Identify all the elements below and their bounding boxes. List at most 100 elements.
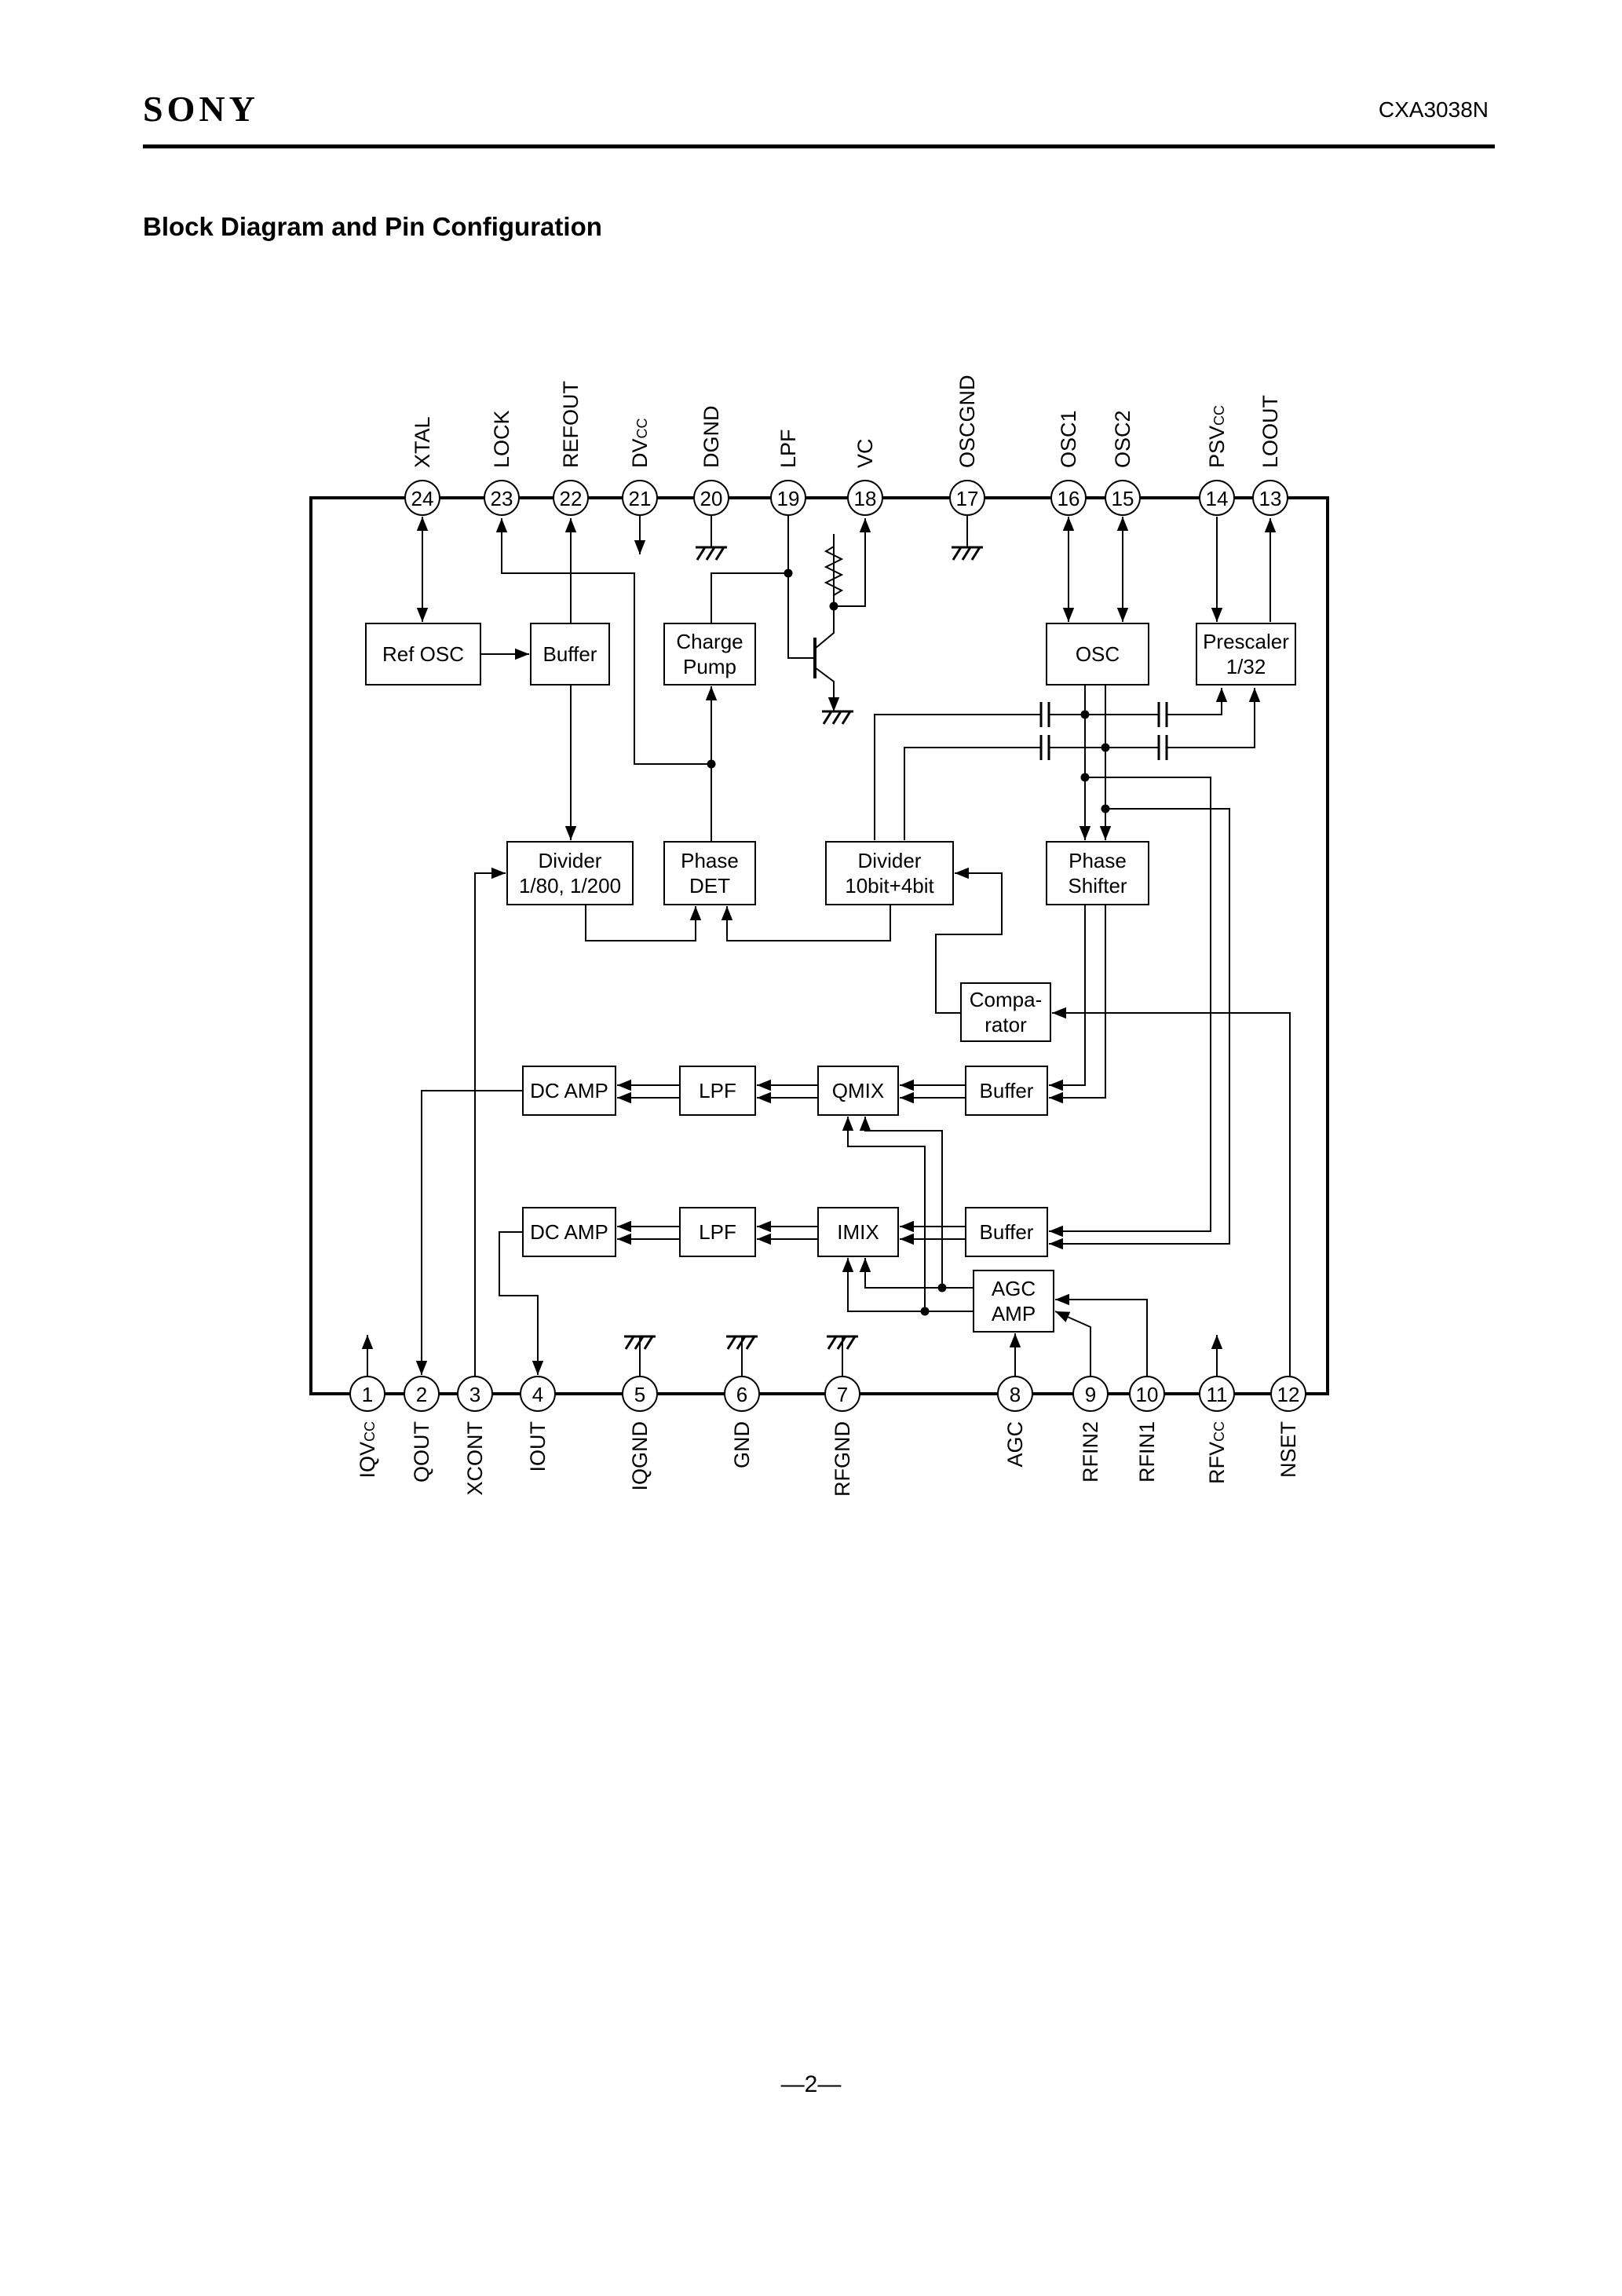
pin-circle xyxy=(949,480,985,516)
pin-label-19: LPF xyxy=(776,429,800,468)
pin-number: 22 xyxy=(560,487,583,510)
pin-circle xyxy=(1129,1376,1165,1412)
wire xyxy=(1167,688,1228,715)
block-buffer-top: Buffer xyxy=(530,623,610,686)
pin-name: IQGND xyxy=(628,1421,652,1491)
pin-name: GND xyxy=(730,1421,754,1468)
pin-name: RFIN1 xyxy=(1135,1421,1159,1483)
pin-1: 1 xyxy=(349,1376,385,1412)
pin-label-6: GND xyxy=(730,1421,754,1468)
block-label: IMIX xyxy=(837,1220,879,1244)
pin-23: 23 xyxy=(484,480,520,516)
block-box xyxy=(522,1066,616,1116)
pin-4: 4 xyxy=(520,1376,556,1412)
block-label: Buffer xyxy=(980,1079,1034,1102)
junction-dot xyxy=(920,1307,930,1316)
ground-hatch xyxy=(827,1336,838,1350)
junction-dot xyxy=(937,1283,947,1292)
ground-oscgnd xyxy=(952,546,983,561)
pin-number: 9 xyxy=(1085,1383,1096,1406)
pin-circle xyxy=(693,480,729,516)
pin-name-text: XTAL xyxy=(411,416,434,468)
block-label: 1/32 xyxy=(1226,655,1266,678)
ground-hatch xyxy=(836,1336,847,1350)
ground-iqgnd xyxy=(624,1335,656,1350)
wire xyxy=(499,1231,544,1375)
pin-label-20: DGND xyxy=(700,406,723,469)
pin-name: VC xyxy=(853,438,877,468)
pin-number: 2 xyxy=(416,1383,427,1406)
pin-number: 23 xyxy=(491,487,513,510)
ground-hatch xyxy=(822,711,833,725)
pin-number: 10 xyxy=(1136,1383,1159,1406)
pin-circle xyxy=(404,1376,440,1412)
pin-circle xyxy=(553,480,589,516)
pin-14: 14 xyxy=(1199,480,1235,516)
pin-name-subscript: CC xyxy=(1211,1421,1227,1442)
wire xyxy=(495,518,711,765)
ground-hatch xyxy=(714,547,725,561)
wire xyxy=(1049,905,1086,1091)
pin-name-text: OSCGND xyxy=(955,375,979,468)
block-box xyxy=(1196,623,1296,686)
ground-hatch xyxy=(961,547,972,561)
transistor-collector xyxy=(814,606,835,649)
pin-name: LOOUT xyxy=(1259,395,1282,468)
block-box xyxy=(365,623,481,686)
block-box xyxy=(965,1207,1048,1257)
pin-name-text: IQV xyxy=(356,1442,379,1479)
block-label: Divider xyxy=(858,849,922,872)
pin-name-text: LOOUT xyxy=(1259,395,1282,468)
pin-name-subscript: CC xyxy=(1211,405,1227,426)
junction-dot xyxy=(707,759,716,769)
block-box xyxy=(522,1207,616,1257)
wire xyxy=(1052,1007,1291,1376)
block-label: 10bit+4bit xyxy=(845,874,934,898)
pin-name: DGND xyxy=(700,406,723,469)
pin-circle xyxy=(1270,1376,1306,1412)
ground-hatch xyxy=(841,711,852,725)
ground-rfgnd xyxy=(827,1335,858,1350)
block-buffer-i: Buffer xyxy=(965,1207,1048,1257)
block-label: DC AMP xyxy=(530,1220,608,1244)
block-box xyxy=(679,1207,756,1257)
capacitor xyxy=(1157,702,1168,727)
wire xyxy=(787,573,815,659)
pin-circle xyxy=(997,1376,1033,1412)
block-box xyxy=(663,841,756,905)
pin-name-text: VC xyxy=(853,438,877,468)
pin-label-22: REFOUT xyxy=(559,381,583,468)
pin-circle xyxy=(1105,480,1141,516)
ground-hatch xyxy=(696,547,707,561)
pin-number: 11 xyxy=(1207,1383,1228,1406)
pin-label-7: RFGND xyxy=(831,1421,854,1497)
pin-name: NSET xyxy=(1277,1421,1300,1478)
block-box xyxy=(1046,841,1149,905)
wire xyxy=(1049,777,1211,1238)
block-label: DC AMP xyxy=(530,1079,608,1102)
wire xyxy=(711,572,788,623)
junction-dot xyxy=(829,601,838,611)
pin-label-9: RFIN2 xyxy=(1079,1421,1102,1483)
wire xyxy=(474,867,506,1377)
pin-label-11: RFVCC xyxy=(1205,1421,1229,1484)
header-rule xyxy=(143,144,1495,148)
pin-name-subscript: CC xyxy=(634,418,650,438)
block-qmix: QMIX xyxy=(817,1066,899,1116)
pin-16: 16 xyxy=(1050,480,1087,516)
ground-dgnd xyxy=(696,546,727,561)
pin-label-16: OSC1 xyxy=(1057,410,1080,468)
wire xyxy=(721,905,891,941)
pin-circle xyxy=(349,1376,385,1412)
wire xyxy=(834,518,871,607)
block-box xyxy=(663,623,756,686)
pin-name-text: GND xyxy=(730,1421,754,1468)
block-box xyxy=(825,841,954,905)
pin-label-21: DVCC xyxy=(628,418,652,468)
block-lpf-i: LPF xyxy=(679,1207,756,1257)
block-label: Charge xyxy=(676,630,743,653)
pin-15: 15 xyxy=(1105,480,1141,516)
block-box xyxy=(960,982,1051,1042)
pin-label-15: OSC2 xyxy=(1111,410,1134,468)
